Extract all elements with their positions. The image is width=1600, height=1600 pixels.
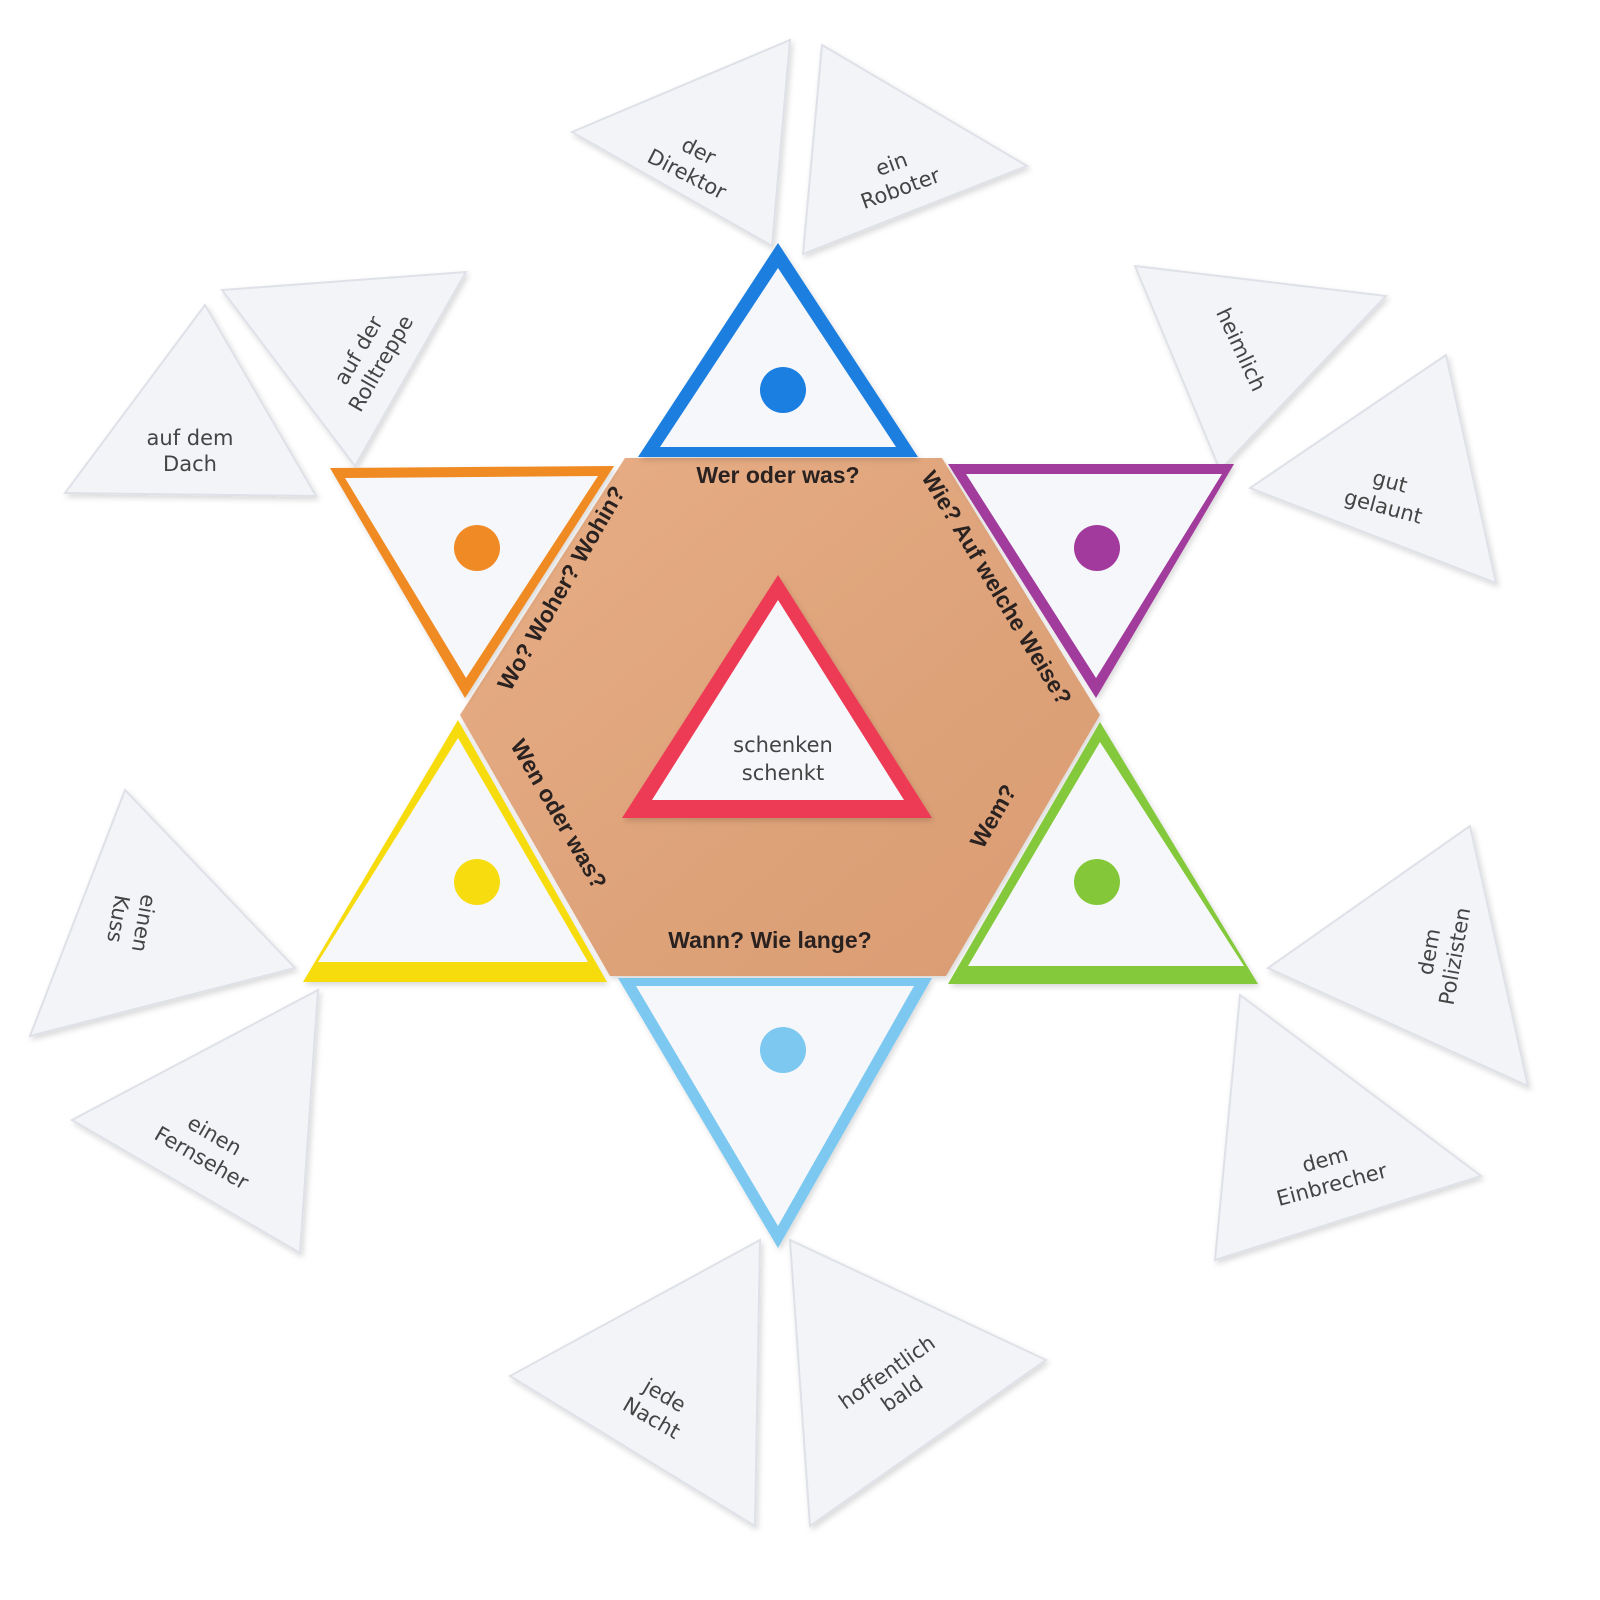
card-einen-kuss[interactable]: einenKuss xyxy=(28,788,297,1038)
purple-dot-icon xyxy=(1074,525,1120,571)
card-jede-nacht[interactable]: jedeNacht xyxy=(508,1238,762,1528)
svg-text:einenKuss: einenKuss xyxy=(101,888,160,954)
green-dot-icon xyxy=(1074,859,1120,905)
card-hoffentlich-bald[interactable]: hoffentlichbald xyxy=(788,1238,1048,1528)
colored-triangle-yellow[interactable] xyxy=(303,720,607,982)
card-heimlich[interactable]: heimlich xyxy=(1133,264,1389,472)
card-auf-der-rolltreppe[interactable]: auf derRolltreppe xyxy=(220,270,468,468)
yellow-dot-icon xyxy=(454,859,500,905)
colored-triangle-blue[interactable] xyxy=(638,243,918,457)
card-der-direktor[interactable]: derDirektor xyxy=(569,38,792,248)
card-einen-fernseher[interactable]: einenFernseher xyxy=(69,988,320,1255)
blue-dot-icon xyxy=(760,367,806,413)
colored-triangle-purple[interactable] xyxy=(948,464,1234,698)
word-cards: derDirektor einRoboter auf derRolltreppe… xyxy=(28,38,1530,1528)
colored-triangle-light-blue[interactable] xyxy=(618,978,932,1248)
colored-triangle-green[interactable] xyxy=(948,722,1258,984)
colored-triangle-orange[interactable] xyxy=(330,466,614,698)
label-wann-wie-lange: Wann? Wie lange? xyxy=(668,927,871,953)
card-dem-polizisten[interactable]: demPolizisten xyxy=(1265,824,1530,1088)
center-verb-triangle[interactable]: schenken schenkt xyxy=(622,575,932,818)
card-gut-gelaunt[interactable]: gutgelaunt xyxy=(1247,353,1498,585)
verb-conjugated: schenkt xyxy=(742,761,824,785)
light-blue-dot-icon xyxy=(760,1027,806,1073)
orange-dot-icon xyxy=(454,525,500,571)
card-ein-roboter[interactable]: einRoboter xyxy=(801,43,1030,256)
verb-infinitive: schenken xyxy=(733,733,833,757)
card-dem-einbrecher[interactable]: demEinbrecher xyxy=(1213,993,1484,1262)
label-wer-oder-was: Wer oder was? xyxy=(696,462,859,488)
